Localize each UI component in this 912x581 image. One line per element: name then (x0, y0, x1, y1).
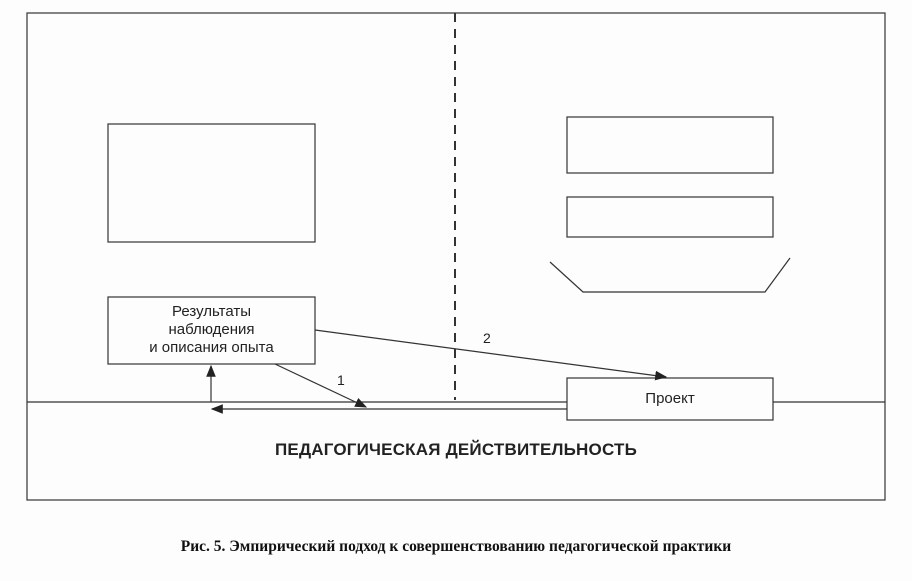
arrow-1 (274, 363, 368, 408)
results-line-2: наблюдения (168, 321, 255, 338)
empty-box-right-1 (566, 116, 774, 174)
arrow-2 (314, 329, 668, 381)
trapezoid-shape (549, 257, 791, 293)
empty-box-right-2 (566, 196, 774, 238)
project-box (566, 377, 774, 421)
empty-box-left (107, 123, 316, 243)
results-box (107, 296, 316, 365)
results-box-text: Результаты наблюдения и описания опыта (108, 303, 315, 357)
arrow-2-label: 2 (483, 330, 491, 346)
figure-caption: Рис. 5. Эмпирический подход к совершенст… (180, 538, 732, 555)
arrow-1-label: 1 (337, 372, 345, 388)
results-line-1: Результаты (172, 303, 251, 320)
reality-label: ПЕДАГОГИЧЕСКАЯ ДЕЙСТВИТЕЛЬНОСТЬ (274, 440, 638, 459)
project-label: Проект (645, 390, 695, 407)
results-line-3: и описания опыта (149, 339, 274, 356)
